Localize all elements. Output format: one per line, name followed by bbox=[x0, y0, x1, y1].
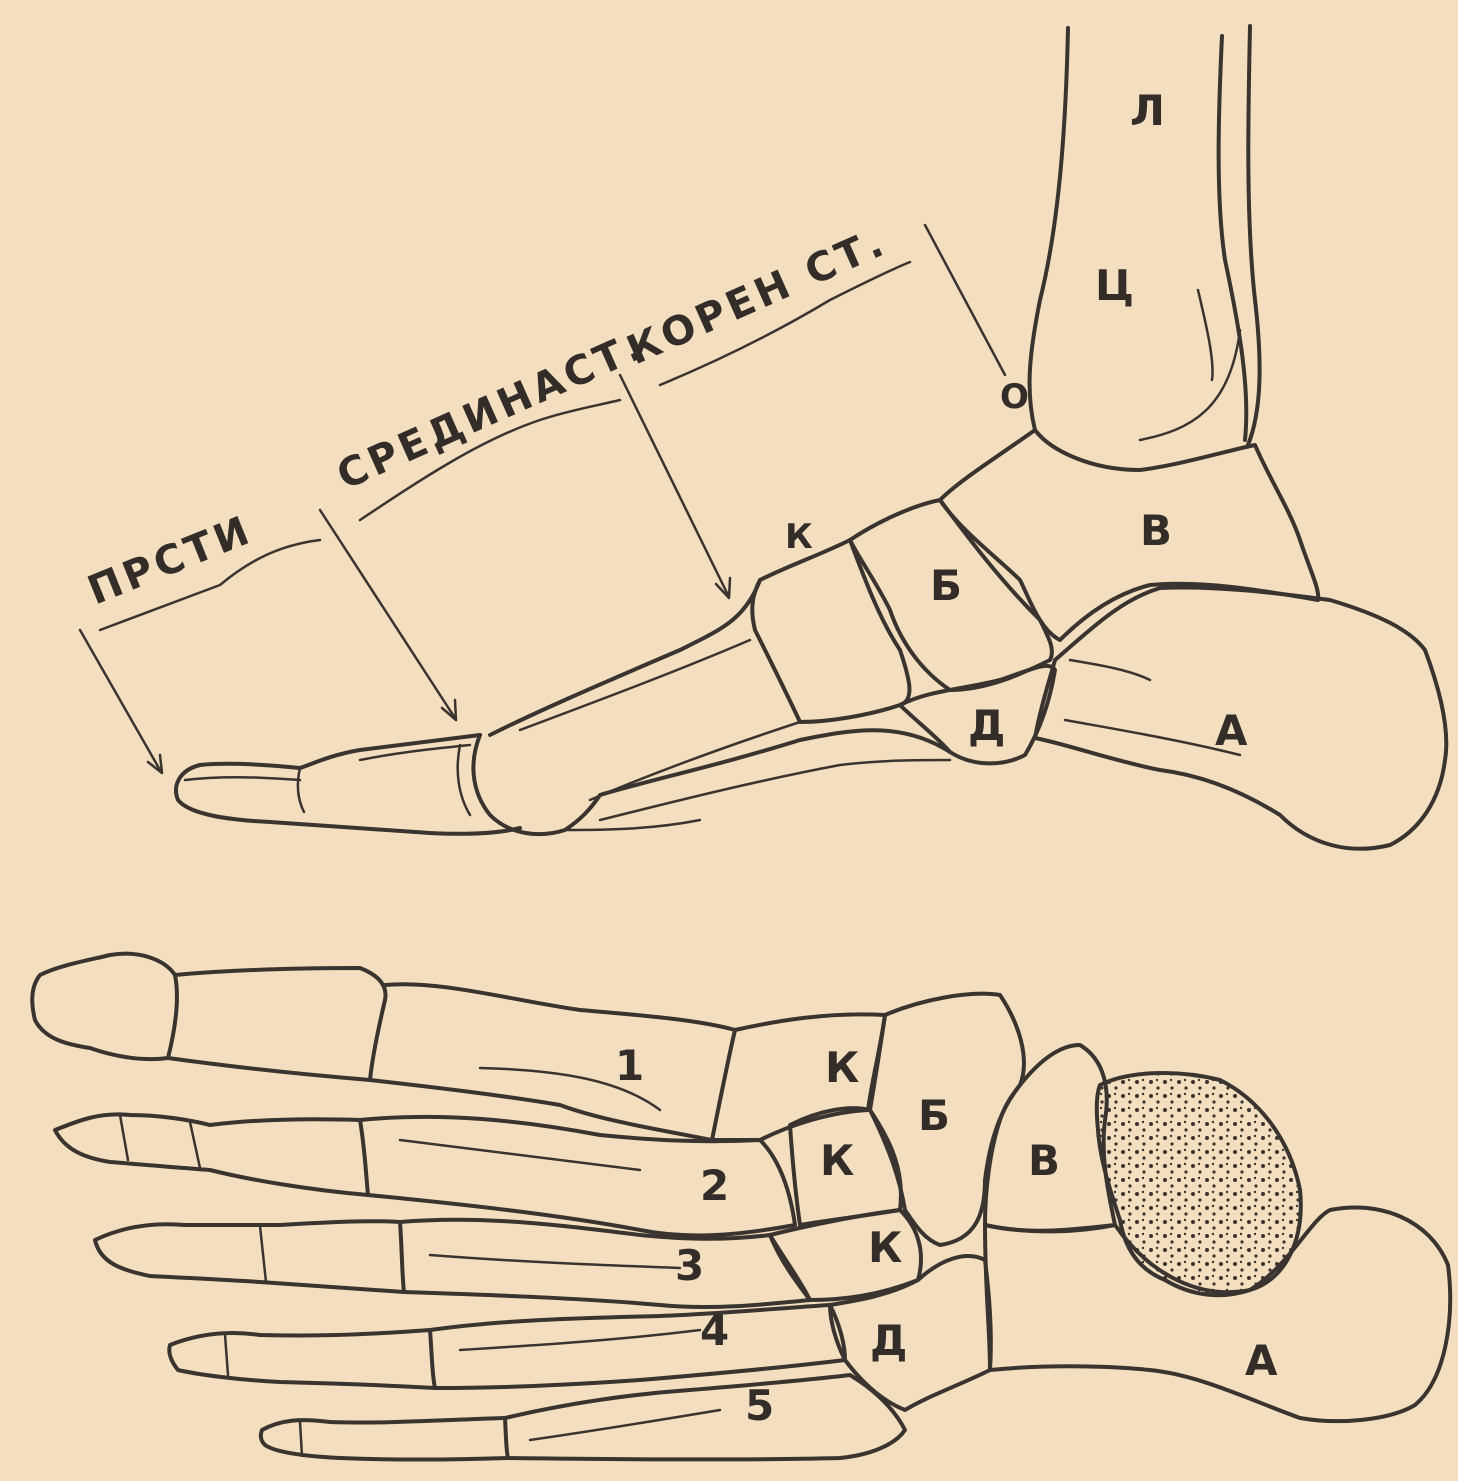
label-fibula: Ц bbox=[1095, 261, 1134, 310]
label-cuneiform-3-top: К bbox=[868, 1223, 902, 1272]
tibia-outline bbox=[1030, 28, 1068, 430]
calcaneus-inner-line-2 bbox=[1070, 660, 1150, 680]
toe-joint-2 bbox=[458, 745, 470, 815]
metatarsal-line-3 bbox=[600, 760, 950, 820]
label-cuboid-side: Д bbox=[968, 701, 1005, 750]
label-metatarsal-4: 4 bbox=[700, 1306, 729, 1355]
label-metatarsal-1: 1 bbox=[615, 1041, 644, 1090]
label-ankle-marker: О bbox=[1000, 377, 1029, 417]
metatarsal-line-1 bbox=[520, 640, 750, 730]
label-talus-side: В bbox=[1140, 506, 1172, 555]
top-view: К К К Б В Д А 1 2 3 4 5 bbox=[32, 954, 1450, 1460]
metatarsal-head-outline bbox=[473, 730, 950, 834]
tibia-joint-line bbox=[1140, 330, 1240, 440]
metatarsal-4 bbox=[430, 1305, 845, 1388]
toe-5-phalanges bbox=[261, 1418, 508, 1460]
calcaneus-inner-line bbox=[1065, 720, 1240, 755]
label-talus-top: В bbox=[1028, 1136, 1060, 1185]
label-cuneiform-side: К bbox=[785, 517, 813, 557]
talus-articular-surface bbox=[1097, 1073, 1301, 1295]
metatarsal-5 bbox=[505, 1375, 905, 1460]
tarsus-arrow bbox=[620, 375, 728, 595]
cuboid-top bbox=[830, 1256, 991, 1410]
label-calcaneus-side: А bbox=[1215, 706, 1248, 755]
metatarsal-base-line bbox=[565, 820, 700, 830]
fibula-inner-line bbox=[1198, 290, 1213, 380]
label-metatarsal-5: 5 bbox=[745, 1381, 774, 1430]
metatarsal-5-shaft-line bbox=[530, 1410, 720, 1440]
toe-line bbox=[185, 777, 300, 780]
label-cuboid-top: Д bbox=[870, 1316, 907, 1365]
toes-arrow-head bbox=[148, 755, 162, 773]
toe-joint-1 bbox=[298, 768, 304, 812]
metatarsal-3-shaft-line bbox=[430, 1255, 680, 1268]
talus-outline bbox=[940, 430, 1318, 640]
label-cuneiform-1-top: К bbox=[825, 1043, 859, 1092]
cuneiform-outline bbox=[752, 540, 909, 722]
label-calcaneus-top: А bbox=[1245, 1336, 1278, 1385]
toes-arrow bbox=[80, 630, 160, 770]
label-metatarsal-2: 2 bbox=[700, 1161, 729, 1210]
label-metatarsus: СРЕДИНАСТ. bbox=[330, 322, 651, 499]
metatarsal-4-shaft-line bbox=[460, 1330, 700, 1350]
toe-phalanx-outline bbox=[176, 735, 520, 834]
fibula-outline bbox=[1219, 36, 1247, 440]
hallux-distal-phalanx bbox=[32, 954, 177, 1059]
label-tarsus: КОРЕН СТ. bbox=[620, 219, 893, 374]
label-toes: ПРСТИ bbox=[82, 507, 260, 614]
label-cuneiform-2-top: К bbox=[820, 1136, 854, 1185]
label-metatarsal-3: 3 bbox=[675, 1241, 704, 1290]
metatarsal-2 bbox=[360, 1117, 795, 1236]
toe-3-phalanges bbox=[95, 1221, 404, 1292]
metatarsus-arrow bbox=[320, 510, 455, 718]
toe-2-phalanges bbox=[55, 1114, 368, 1195]
toe-4-phalanges bbox=[169, 1330, 435, 1388]
ankle-pointer-line bbox=[925, 225, 1005, 375]
metatarsal-2-shaft-line bbox=[400, 1140, 640, 1170]
tarsus-arrow-head bbox=[716, 578, 730, 598]
label-tibia: Л bbox=[1130, 86, 1165, 135]
metatarsal-top-outline bbox=[490, 580, 760, 735]
label-navicular-top: Б bbox=[918, 1091, 950, 1140]
hallux-proximal-phalanx bbox=[168, 968, 386, 1080]
side-view: ПРСТИ СРЕДИНАСТ. КОРЕН СТ. Л Ц О В Б К Д… bbox=[80, 26, 1446, 849]
fibula-front-line bbox=[1248, 26, 1260, 445]
label-navicular-side: Б bbox=[930, 561, 962, 610]
